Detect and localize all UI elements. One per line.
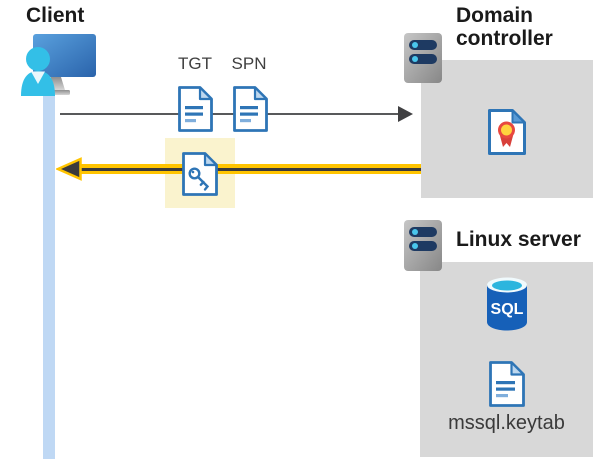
spn-ticket-icon (233, 86, 268, 132)
key-ring (188, 167, 201, 180)
linux-server-icon (404, 220, 442, 271)
spn-label: SPN (231, 54, 267, 73)
domain-controller-label: Domain controller (456, 4, 553, 50)
tgt-label: TGT (178, 54, 212, 73)
client-label: Client (26, 4, 85, 27)
linux-server-box: SQL (420, 262, 593, 457)
domain-controller-server-icon (404, 33, 442, 83)
response-arrowhead (56, 157, 82, 181)
service-ticket-key-icon (182, 152, 218, 196)
tgt-ticket-icon (178, 86, 213, 132)
request-arrowhead (398, 106, 413, 122)
monitor-icon (33, 34, 96, 77)
sql-text: SQL (490, 301, 523, 318)
response-arrow-line (77, 164, 421, 174)
response-arrow-core (77, 167, 421, 171)
keytab-file-icon (488, 361, 525, 407)
keytab-filename-label: mssql.keytab (448, 412, 565, 434)
person-collar (31, 71, 45, 84)
client-timeline-bar (43, 94, 55, 459)
linux-server-label: Linux server (456, 228, 581, 251)
key-shaft (196, 175, 210, 191)
certificate-icon (488, 109, 526, 155)
sql-database-icon: SQL (486, 277, 527, 331)
domain-controller-box (421, 60, 593, 198)
request-arrow-line (60, 113, 398, 115)
person-head (26, 47, 50, 71)
client-workstation-icon (21, 34, 96, 96)
